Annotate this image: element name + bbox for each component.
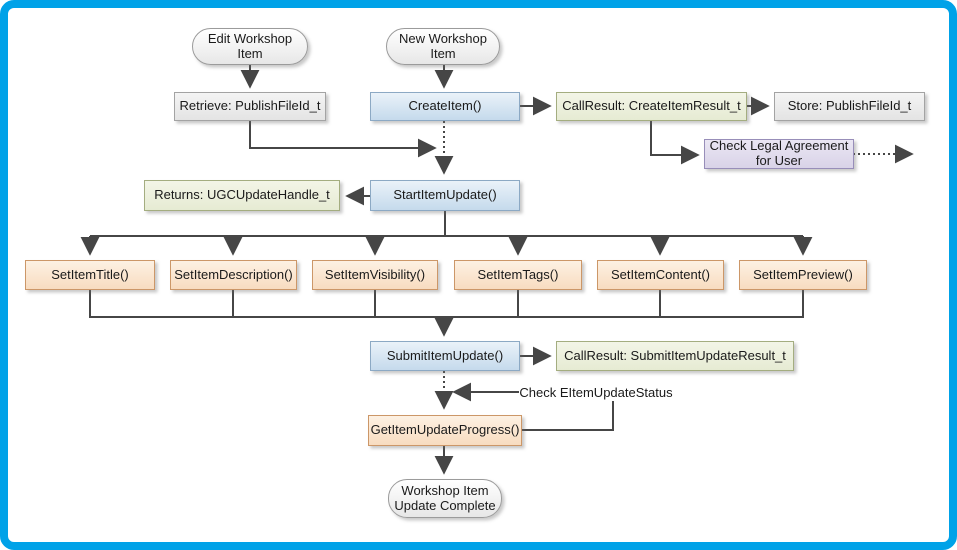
node-set-item-content: SetItemContent() bbox=[597, 260, 724, 290]
node-set-item-title: SetItemTitle() bbox=[25, 260, 155, 290]
node-set-item-tags: SetItemTags() bbox=[454, 260, 582, 290]
node-edit-workshop-item: Edit Workshop Item bbox=[192, 28, 308, 65]
node-retrieve-publishfileid: Retrieve: PublishFileId_t bbox=[174, 92, 326, 121]
node-create-item: CreateItem() bbox=[370, 92, 520, 121]
node-set-item-description: SetItemDescription() bbox=[170, 260, 297, 290]
node-set-item-visibility: SetItemVisibility() bbox=[312, 260, 438, 290]
node-get-item-update-progress: GetItemUpdateProgress() bbox=[368, 415, 522, 446]
node-store-publishfileid: Store: PublishFileId_t bbox=[774, 92, 925, 121]
node-check-legal-agreement: Check Legal Agreement for User bbox=[704, 139, 854, 169]
node-new-workshop-item: New Workshop Item bbox=[386, 28, 500, 65]
node-callresult-submititemupdate: CallResult: SubmitItemUpdateResult_t bbox=[556, 341, 794, 371]
node-set-item-preview: SetItemPreview() bbox=[739, 260, 867, 290]
node-workshop-item-update-complete: Workshop Item Update Complete bbox=[388, 479, 502, 518]
edge-label-check-eitemupdatestatus: Check EItemUpdateStatus bbox=[519, 384, 673, 401]
node-submit-item-update: SubmitItemUpdate() bbox=[370, 341, 520, 371]
node-callresult-createitem: CallResult: CreateItemResult_t bbox=[556, 92, 747, 121]
node-returns-ugcupdatehandle: Returns: UGCUpdateHandle_t bbox=[144, 180, 340, 211]
node-start-item-update: StartItemUpdate() bbox=[370, 180, 520, 211]
